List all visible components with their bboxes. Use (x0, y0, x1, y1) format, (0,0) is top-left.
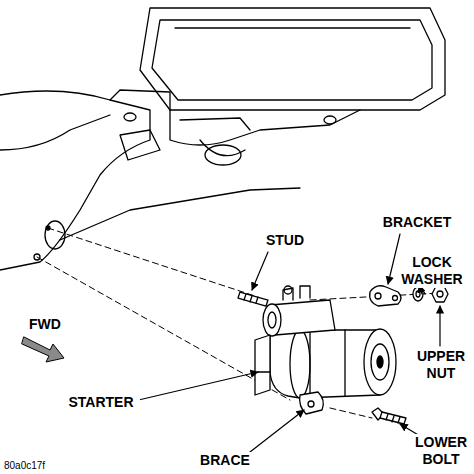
part-label: UPPER NUT (412, 348, 470, 382)
stud (238, 292, 268, 306)
part-label: LOWER BOLT (411, 434, 471, 468)
forward-arrow (22, 337, 64, 362)
upper-hardware (370, 286, 448, 306)
leader-lines (130, 234, 440, 452)
lower-bolt (372, 408, 406, 424)
part-label: LOCK WASHER (396, 254, 468, 288)
figure-id: 80a0c17f (3, 460, 65, 472)
part-label: STARTER (62, 394, 140, 411)
direction-label: FWD (24, 316, 66, 333)
part-label: BRACKET (378, 214, 456, 231)
alignment-lines (37, 228, 440, 418)
part-label: BRACE (196, 452, 254, 469)
part-label: STUD (262, 232, 308, 249)
